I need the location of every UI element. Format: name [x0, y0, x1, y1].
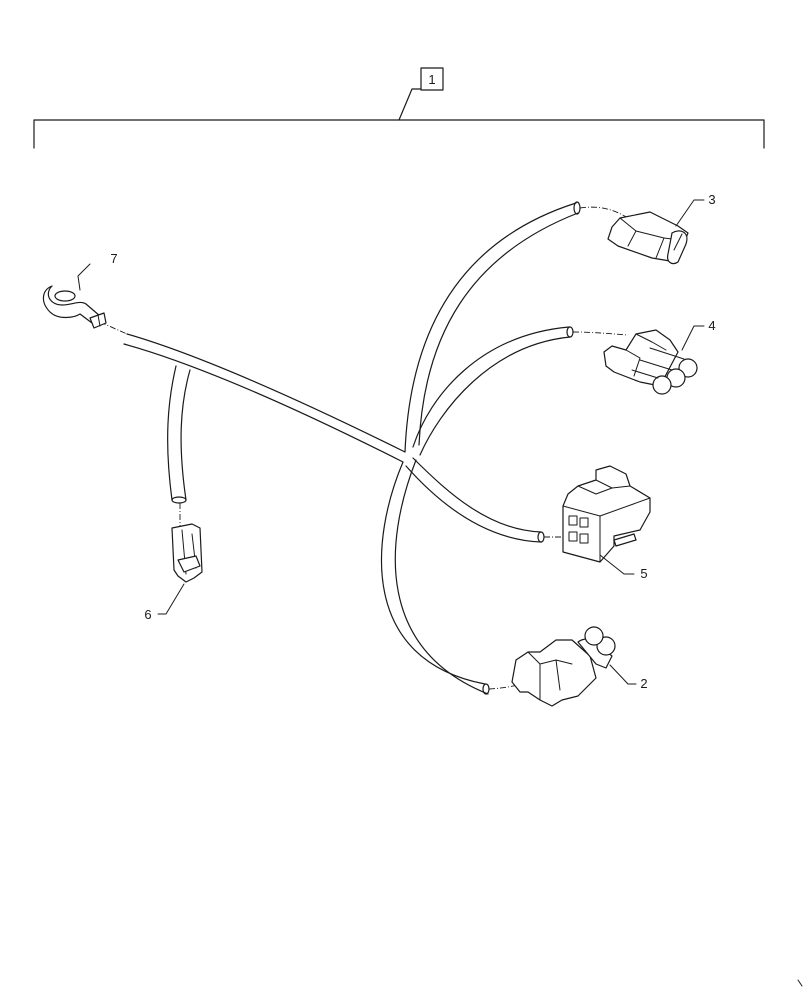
ring-terminal: [42, 285, 107, 329]
callout-2: 2: [640, 676, 647, 691]
assembly-callout-box: [420, 67, 444, 91]
callout-1: 1: [428, 72, 435, 87]
leader-4: [681, 325, 705, 351]
leader-2: [609, 664, 637, 685]
callout-5: 5: [640, 566, 647, 581]
assembly-bracket: 1: [33, 67, 765, 149]
harness-wires: [123, 201, 581, 695]
callout-3: 3: [708, 192, 715, 207]
connector-part-3: [607, 211, 689, 265]
leader-7: [77, 263, 91, 291]
ring-terminal-icon: [54, 290, 76, 302]
leader-3: [675, 199, 705, 227]
connector-part-2: [511, 626, 616, 707]
leader-5: [599, 554, 635, 575]
dash-leaders: [99, 206, 629, 690]
callout-6: 6: [144, 607, 151, 622]
connector-part-4: [603, 329, 698, 395]
leader-6: [157, 583, 185, 615]
callout-7: 7: [110, 251, 117, 266]
connector-part-6: [171, 523, 203, 583]
connector-part-5: [562, 465, 651, 563]
corner-mark: [797, 979, 803, 987]
callout-4: 4: [708, 318, 715, 333]
callout-labels: 7 3 4 5 2 6: [77, 192, 716, 691]
